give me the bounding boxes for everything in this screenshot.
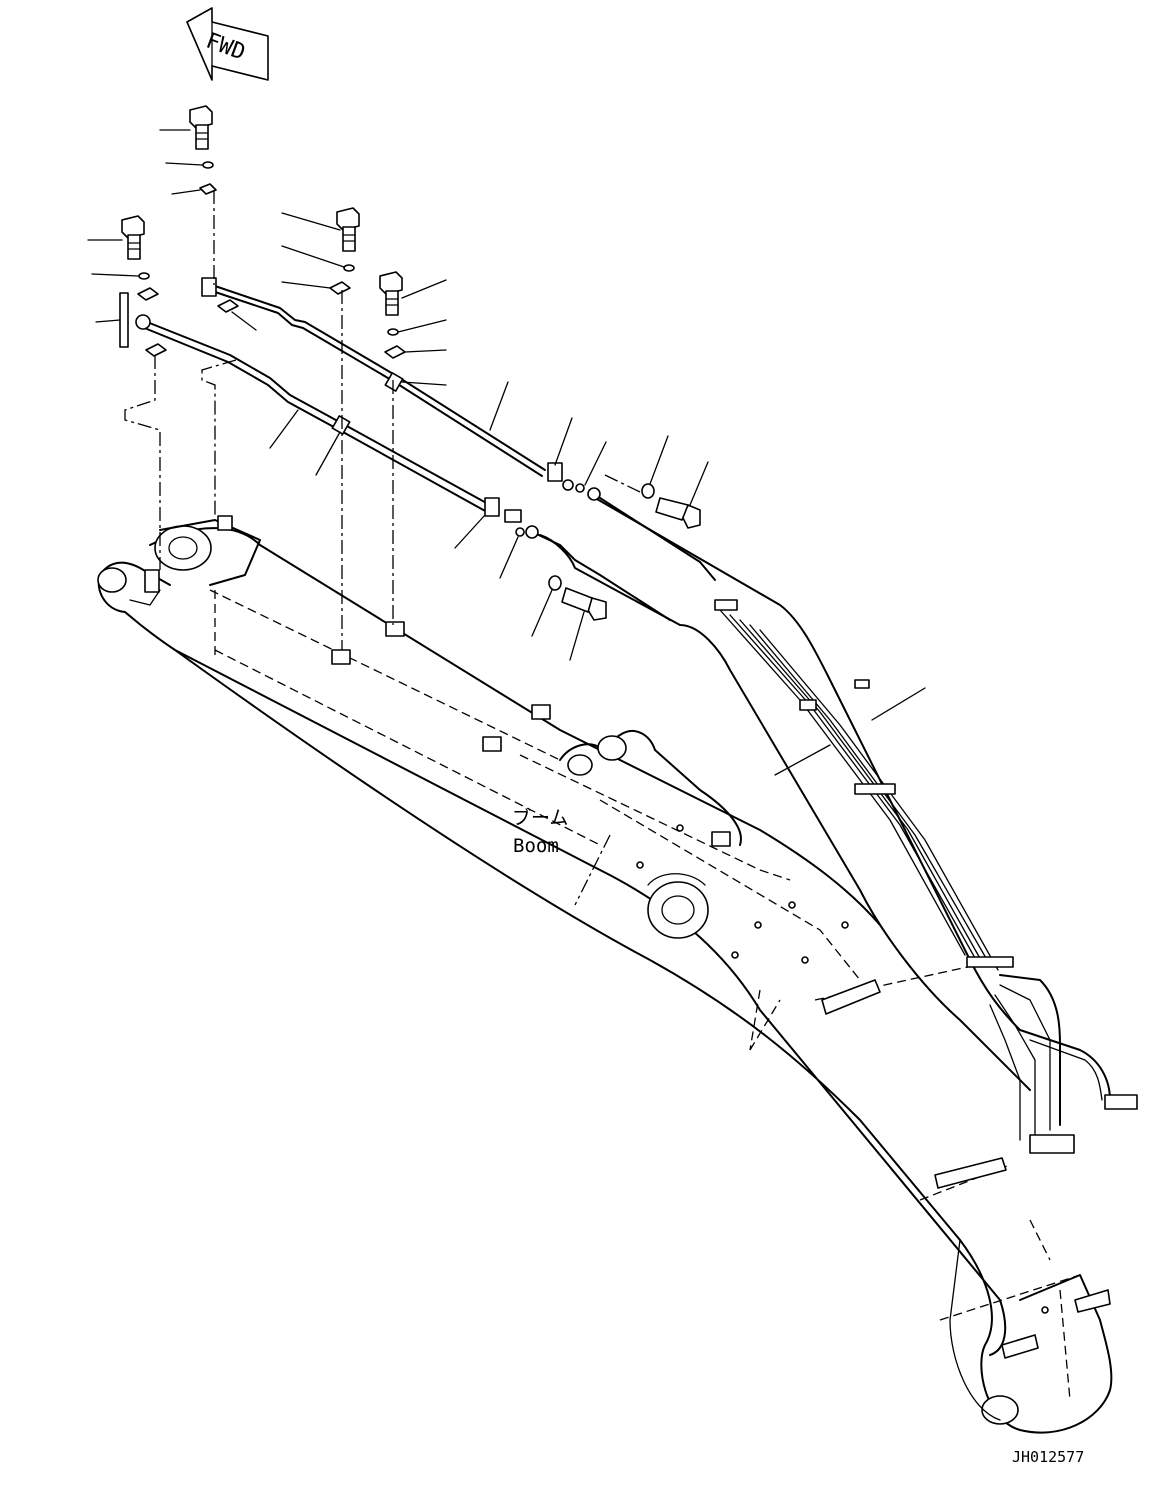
boom-clamps <box>144 515 1111 1359</box>
assembly-center-lines <box>124 190 641 650</box>
bolt-icon <box>189 105 213 150</box>
drawing-number: JH012577 <box>1012 1448 1084 1466</box>
bolt-icon <box>121 215 145 260</box>
upper-tube-assembly <box>135 277 716 621</box>
bolts <box>121 105 701 621</box>
boom-label-en: Boom <box>513 835 559 857</box>
boom-label-jp: ブーム <box>512 806 568 829</box>
bolt-icon <box>379 271 403 316</box>
bolt-icon <box>655 497 701 529</box>
washers-and-clips <box>119 161 655 591</box>
fwd-arrow-icon: FWD <box>186 7 269 81</box>
bolt-icon <box>336 207 360 252</box>
bolt-icon <box>561 587 607 621</box>
boom-body <box>97 519 1113 1434</box>
leader-lines <box>87 129 926 776</box>
hydraulic-tube-bundle <box>539 494 1138 1154</box>
